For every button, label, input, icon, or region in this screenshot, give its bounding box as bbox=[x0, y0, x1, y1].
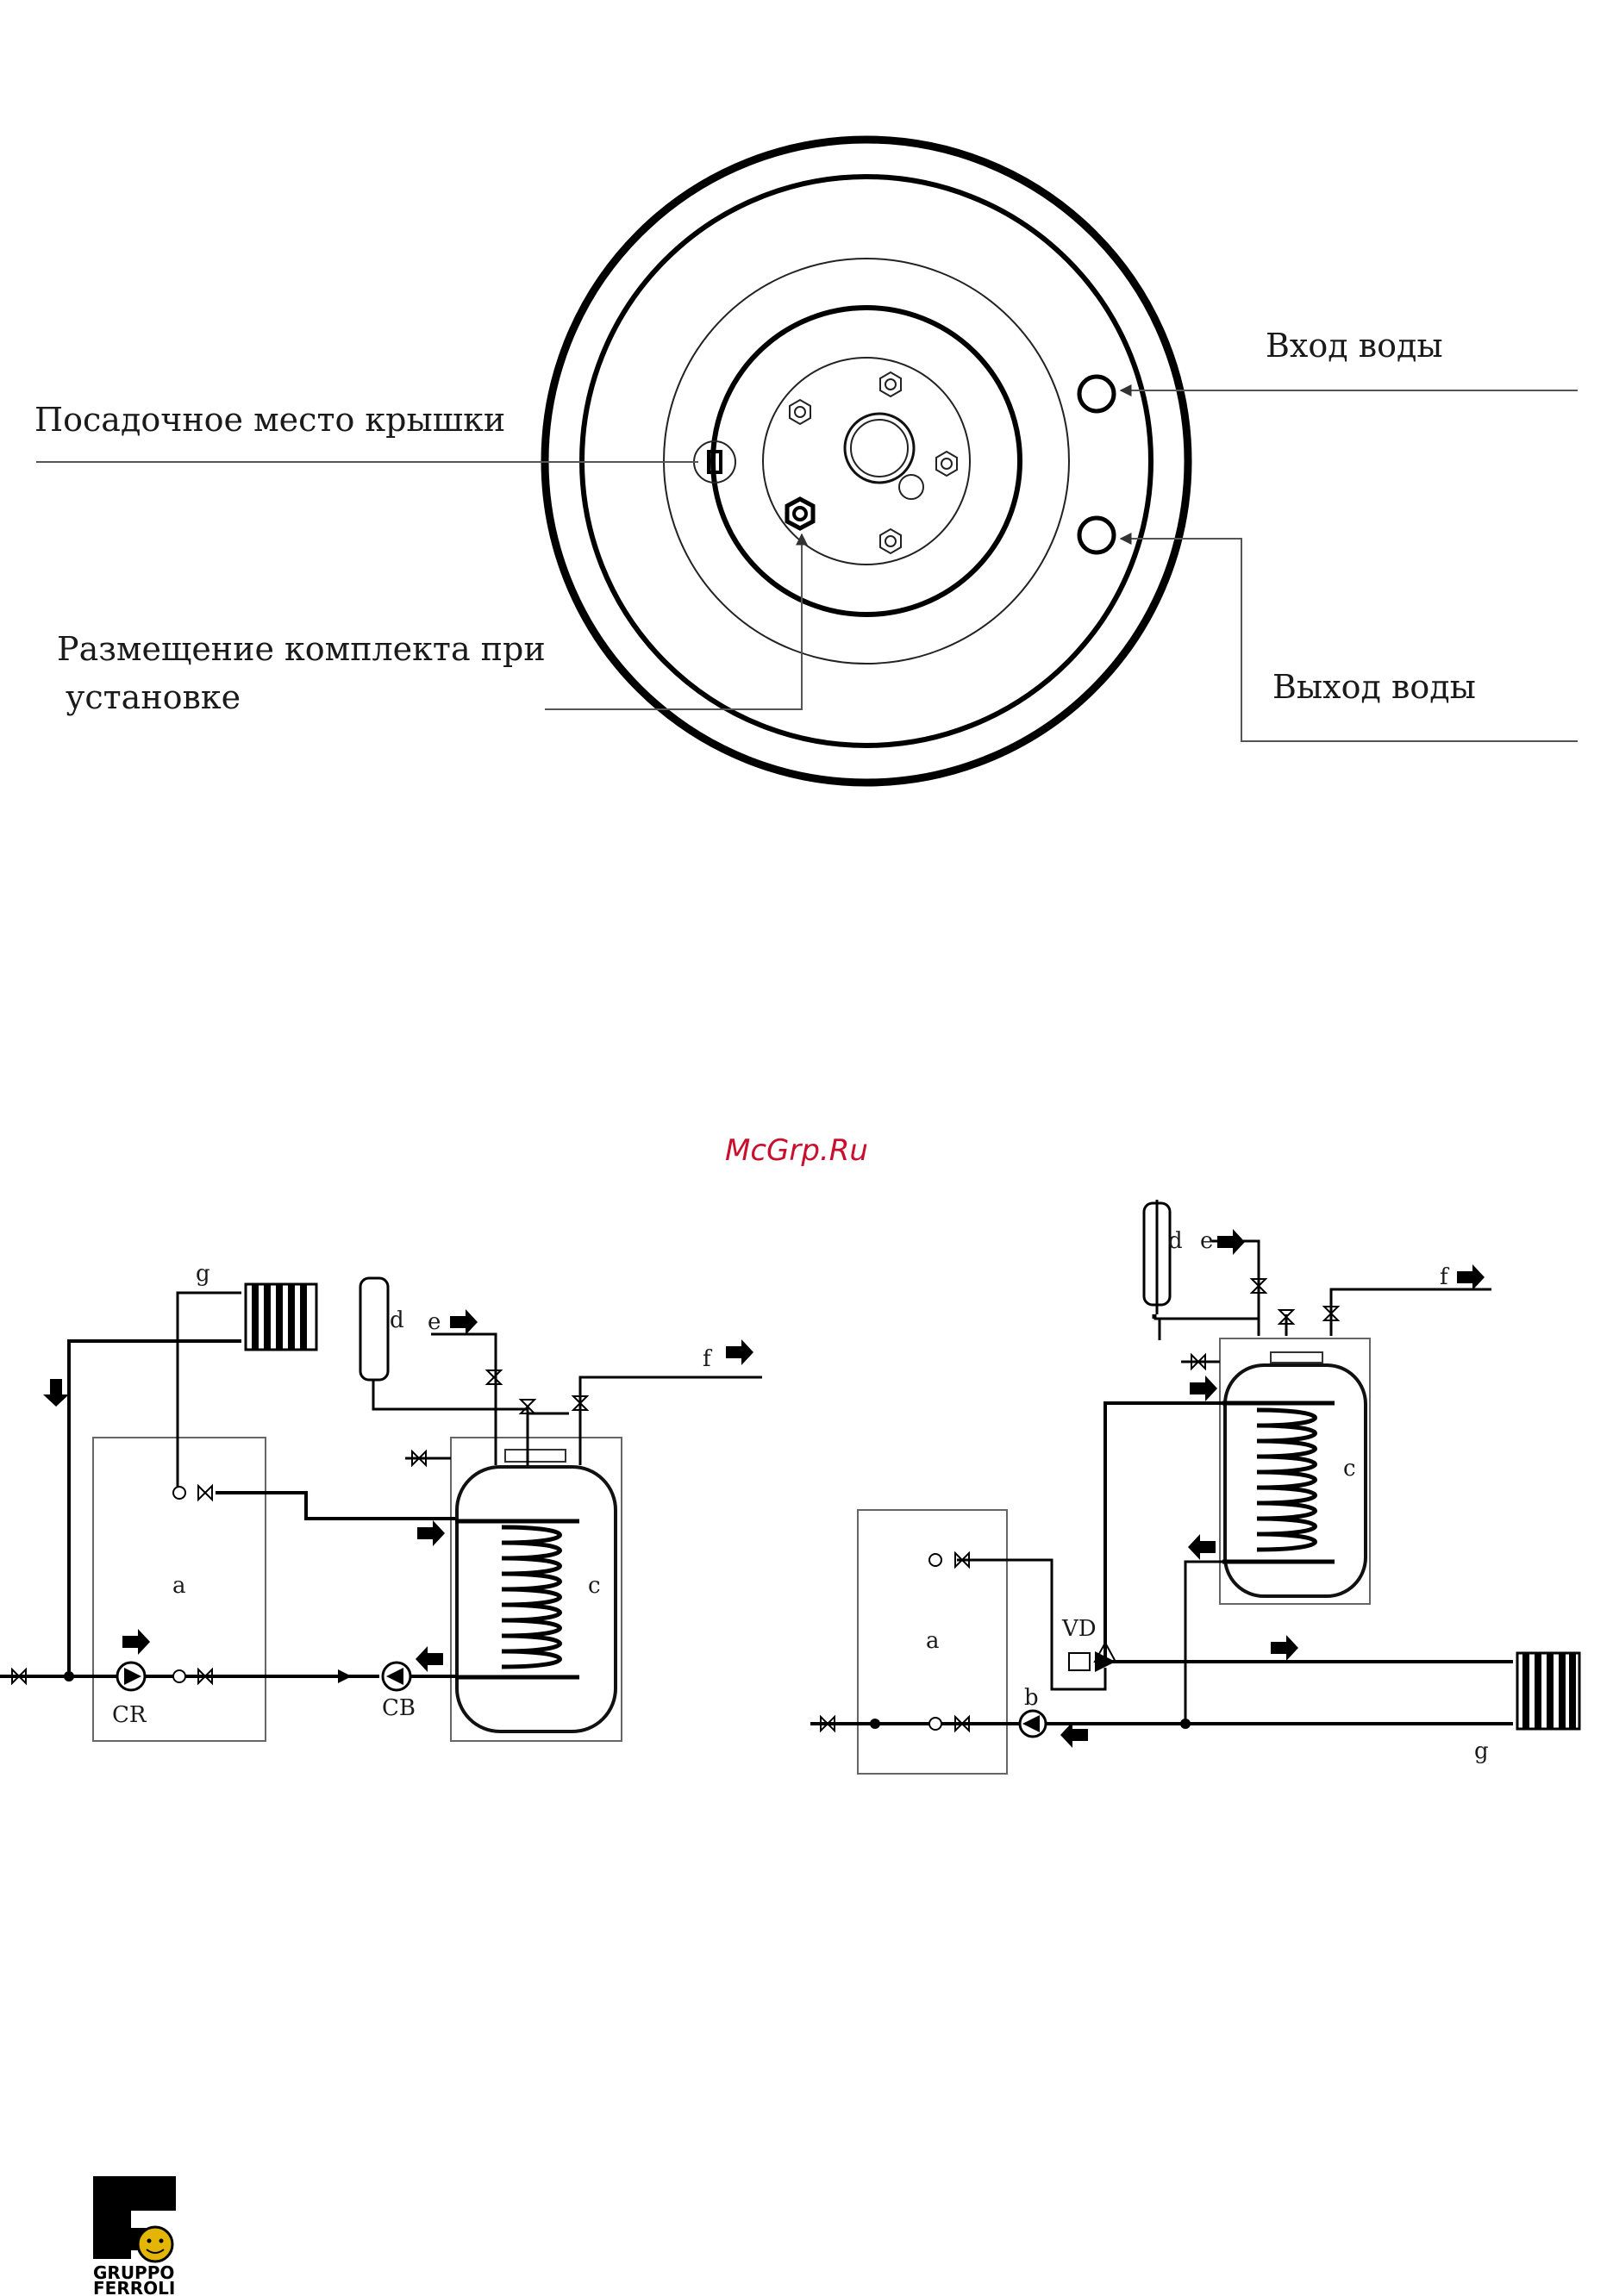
ferroli-logo: GRUPPO FERROLI bbox=[93, 2176, 176, 2296]
diverter-valve-vd-icon bbox=[1069, 1643, 1116, 1672]
bolt-circle bbox=[763, 358, 970, 565]
nut-icon bbox=[880, 529, 901, 553]
water-inlet-label: Вход воды bbox=[1266, 327, 1443, 365]
kit-place-label-line2: установке bbox=[66, 678, 241, 716]
tank-body bbox=[457, 1467, 616, 1731]
flow-arrow-icon bbox=[1190, 1376, 1217, 1401]
pump-cb-icon bbox=[383, 1663, 410, 1690]
flow-arrow-icon bbox=[416, 1646, 443, 1672]
junction-node bbox=[1180, 1719, 1191, 1729]
label-g: g bbox=[196, 1261, 210, 1287]
label-c: c bbox=[1343, 1456, 1356, 1482]
water-inlet-port bbox=[1079, 377, 1114, 411]
gasket-circle bbox=[664, 259, 1069, 664]
label-a: a bbox=[172, 1573, 186, 1599]
heat-coil bbox=[455, 1521, 579, 1677]
water-outlet-label: Выход воды bbox=[1272, 668, 1476, 706]
heat-coil bbox=[1222, 1403, 1335, 1562]
flow-arrow-icon bbox=[1217, 1229, 1245, 1255]
pipe bbox=[1331, 1289, 1491, 1336]
radiator-icon bbox=[1517, 1653, 1579, 1729]
flow-arrow-icon bbox=[1060, 1722, 1088, 1748]
label-e: e bbox=[1200, 1228, 1213, 1254]
pump-b-icon bbox=[1020, 1711, 1046, 1737]
junction-node bbox=[870, 1719, 880, 1729]
label-c: c bbox=[588, 1573, 601, 1599]
pipe bbox=[1210, 1241, 1259, 1336]
pump-cr-icon bbox=[117, 1663, 145, 1690]
label-f: f bbox=[703, 1346, 713, 1372]
pipe bbox=[1185, 1562, 1222, 1724]
pipe bbox=[1105, 1403, 1222, 1662]
pipe bbox=[431, 1334, 496, 1465]
junction-node bbox=[173, 1487, 185, 1499]
flange-outer-circle bbox=[713, 308, 1020, 615]
junction-node bbox=[929, 1718, 941, 1730]
cover-seat-label: Посадочное место крышки bbox=[34, 401, 505, 439]
kit-place-leader-line bbox=[545, 534, 802, 709]
logo-sun-icon bbox=[138, 2227, 172, 2262]
flow-arrow-icon bbox=[417, 1520, 445, 1546]
water-outlet-port bbox=[1079, 518, 1114, 552]
kit-place-label-line1: Размещение комплекта при bbox=[57, 630, 546, 668]
flange-diagram: Вход воды Выход воды Посадочное место кр… bbox=[34, 140, 1578, 783]
label-d: d bbox=[390, 1307, 404, 1333]
junction-node bbox=[64, 1671, 74, 1681]
label-f: f bbox=[1440, 1264, 1450, 1290]
watermark: McGrp.Ru bbox=[725, 1133, 868, 1168]
tank-flange bbox=[505, 1450, 566, 1462]
flow-arrow-icon bbox=[43, 1379, 69, 1407]
flow-arrow-icon bbox=[1457, 1264, 1485, 1290]
pipe bbox=[216, 1493, 455, 1519]
flow-arrow-icon bbox=[1188, 1534, 1216, 1560]
nut-icon bbox=[880, 372, 901, 396]
junction-node bbox=[173, 1670, 185, 1682]
flow-arrow-icon bbox=[1271, 1635, 1298, 1661]
tank-flange bbox=[1271, 1352, 1322, 1363]
flow-arrow-icon bbox=[122, 1629, 150, 1655]
scheme-right: a b c d e f g VD bbox=[810, 1200, 1579, 1774]
label-d: d bbox=[1168, 1228, 1183, 1254]
check-valve-icon bbox=[338, 1669, 352, 1683]
pipe bbox=[1160, 1319, 1259, 1340]
junction-node bbox=[929, 1554, 941, 1566]
nut-icon bbox=[790, 400, 810, 424]
central-hole-inner bbox=[851, 420, 908, 477]
valve-icon bbox=[12, 1370, 587, 1683]
sensor-hole bbox=[899, 475, 923, 499]
pipe bbox=[178, 1293, 241, 1493]
label-g: g bbox=[1474, 1738, 1489, 1764]
outlet-leader-line bbox=[1121, 539, 1578, 741]
installation-kit-nut-icon bbox=[787, 499, 813, 528]
nut-icon bbox=[936, 452, 957, 476]
label-cb: CB bbox=[382, 1695, 416, 1721]
scheme-left: a c d e f g CR CB bbox=[0, 1261, 762, 1741]
label-b: b bbox=[1024, 1685, 1039, 1711]
flow-arrow-icon bbox=[450, 1309, 478, 1335]
label-cr: CR bbox=[112, 1702, 147, 1728]
label-e: e bbox=[428, 1309, 441, 1335]
pipe bbox=[69, 1341, 241, 1676]
flow-arrow-icon bbox=[726, 1339, 753, 1365]
central-hole bbox=[845, 414, 914, 483]
label-vd: VD bbox=[1061, 1616, 1097, 1642]
pipe bbox=[580, 1377, 762, 1465]
logo-text-line2: FERROLI bbox=[93, 2278, 175, 2296]
label-a: a bbox=[926, 1628, 940, 1654]
expansion-vessel-icon bbox=[360, 1278, 388, 1380]
radiator-icon bbox=[246, 1284, 316, 1350]
